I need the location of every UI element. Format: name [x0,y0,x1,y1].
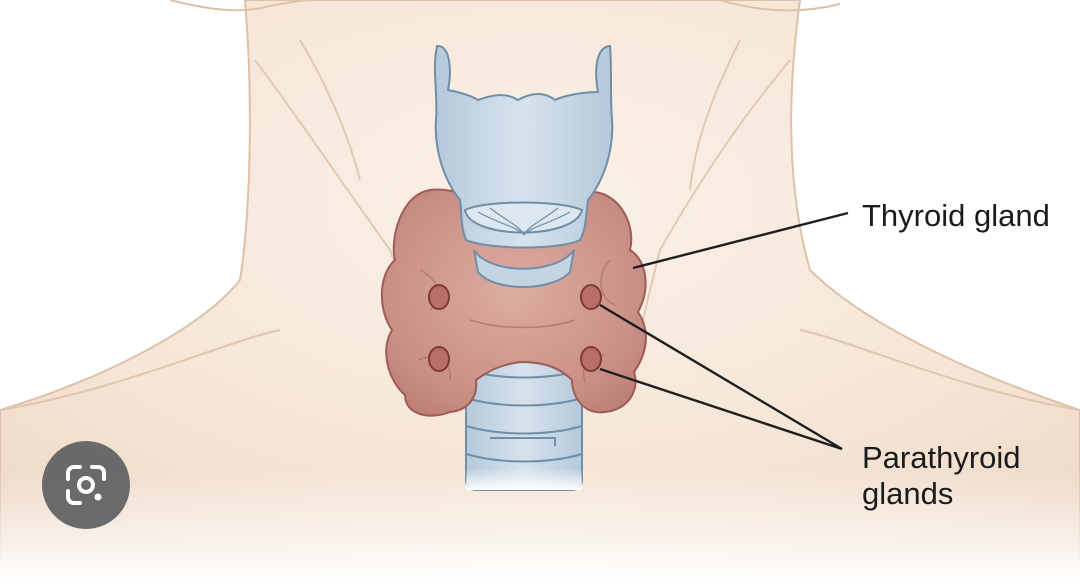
thyroid-gland-label: Thyroid gland [862,198,1050,233]
larynx [433,44,614,288]
parathyroid-glands [428,284,602,372]
google-lens-icon [66,465,106,505]
leader-lines [599,211,849,451]
google-lens-button[interactable] [42,441,130,529]
parathyroid-label-line1: Parathyroid [862,440,1021,475]
parathyroid-label-line2: glands [862,476,954,511]
parathyroid-glands-label: Parathyroid glands [862,440,1021,512]
trachea [465,339,583,491]
